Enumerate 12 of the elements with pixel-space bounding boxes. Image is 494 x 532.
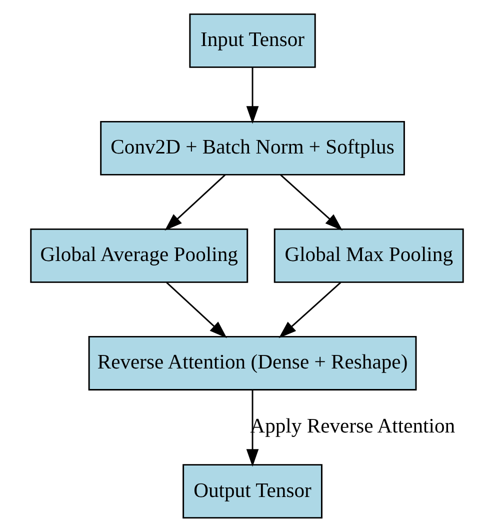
node-box: Global Max Pooling [274, 228, 464, 283]
arrow [246, 67, 259, 124]
node-box: Output Tensor [182, 464, 322, 519]
arrow [278, 282, 342, 338]
node-box: Conv2D + Batch Norm + Softplus [100, 120, 405, 176]
arrow [164, 174, 226, 231]
arrow [246, 390, 259, 467]
node-box: Input Tensor [189, 13, 316, 68]
node-box: Global Average Pooling [30, 228, 248, 283]
arrow [166, 282, 227, 338]
node-box: Reverse Attention (Dense + Reshape) [88, 336, 417, 390]
arrow [280, 174, 343, 231]
